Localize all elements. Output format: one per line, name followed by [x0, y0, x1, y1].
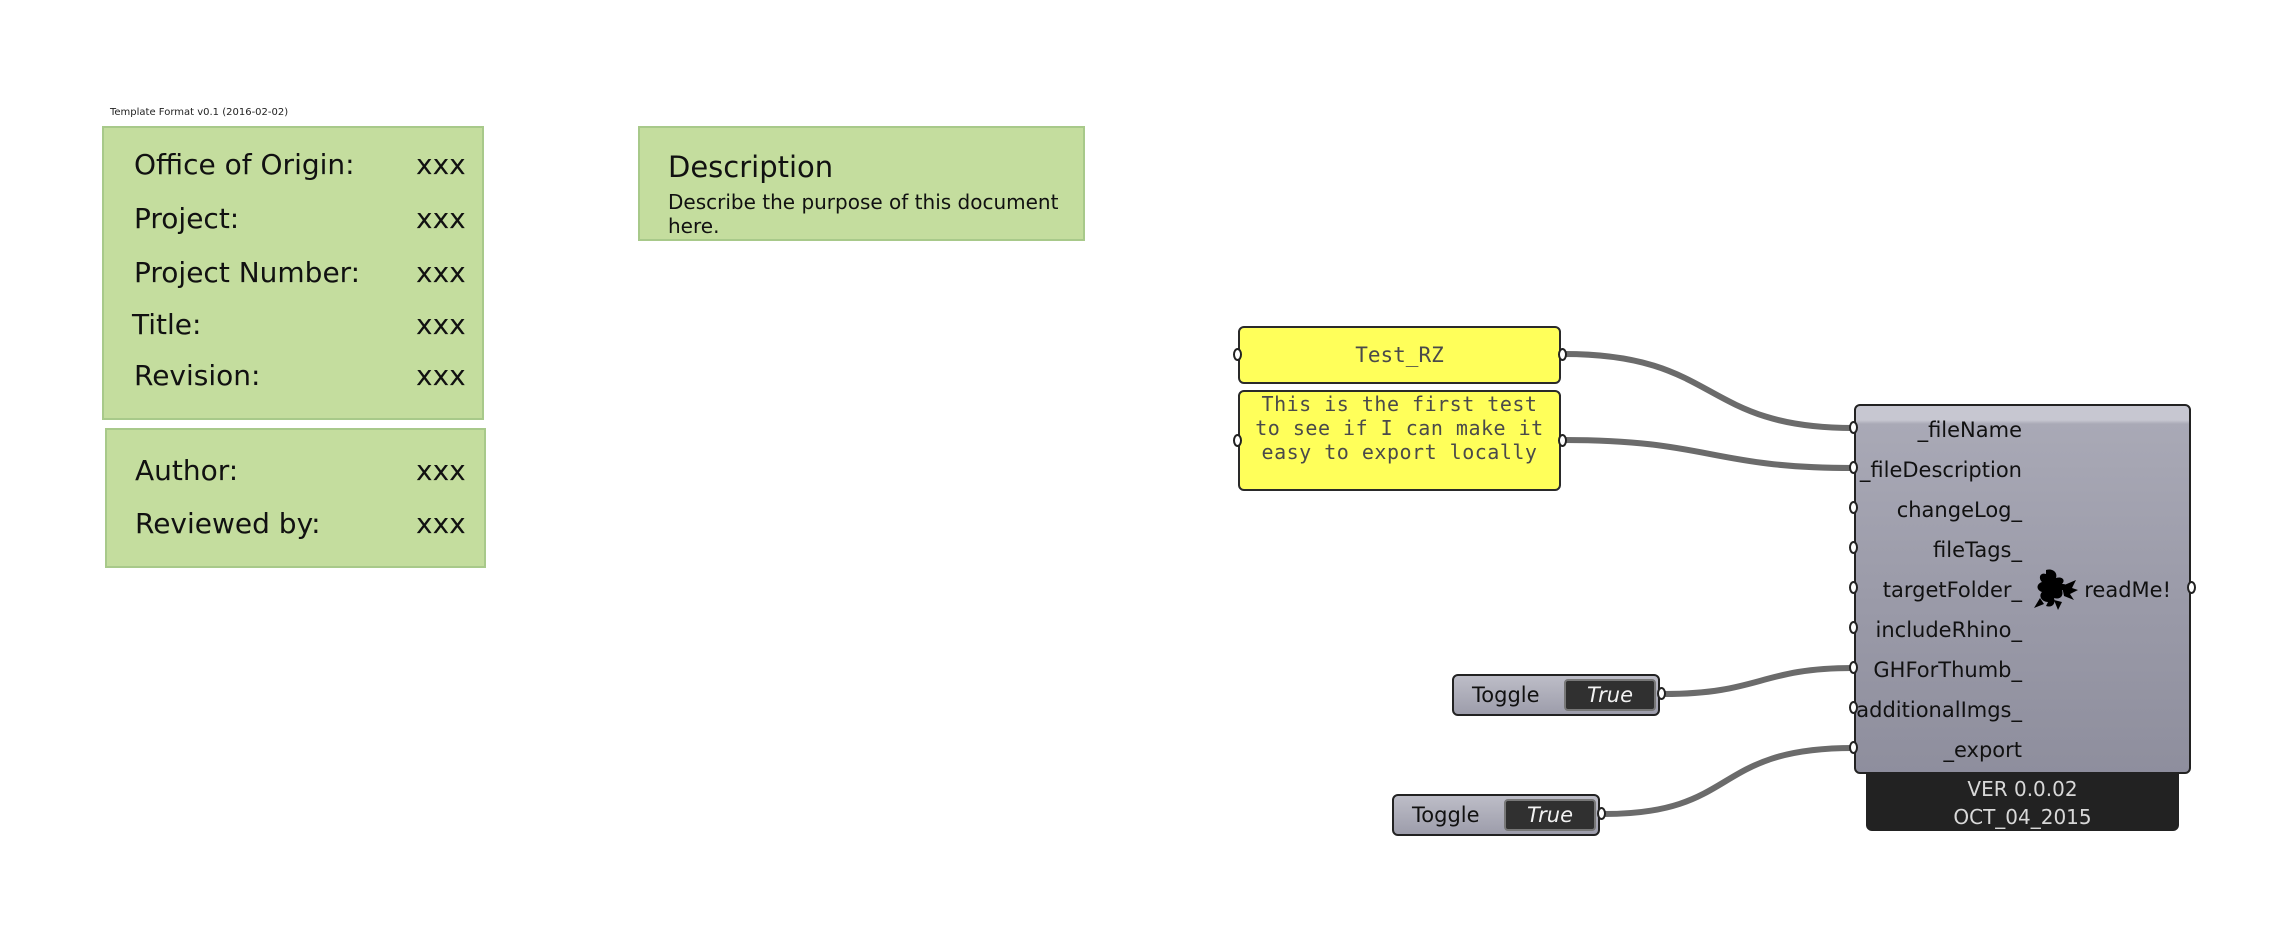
description-title: Description — [668, 150, 834, 184]
component-version-footer: VER 0.0.02 OCT_04_2015 — [1866, 774, 2179, 831]
revision-label: Revision: — [134, 359, 261, 392]
filedescription-panel-text: This is the first test to see if I can m… — [1255, 392, 1544, 464]
author-value: xxx — [416, 454, 466, 487]
input-includerhino-label: includeRhino_ — [1875, 618, 2022, 642]
input-port-targetfolder[interactable] — [1849, 581, 1858, 594]
input-filename-label: _fileName — [1917, 418, 2022, 442]
component-date: OCT_04_2015 — [1953, 805, 2092, 829]
filedescription-panel-output-port[interactable] — [1558, 434, 1567, 447]
output-port-readme[interactable] — [2187, 581, 2196, 594]
input-targetfolder-label: targetFolder_ — [1882, 578, 2022, 602]
filename-panel-text: Test_RZ — [1355, 343, 1444, 367]
input-port-export[interactable] — [1849, 741, 1858, 754]
wire-filename[interactable] — [1561, 351, 1856, 431]
input-port-filedescription[interactable] — [1849, 461, 1858, 474]
filename-panel-input-port[interactable] — [1233, 348, 1242, 361]
input-port-ghforthumb[interactable] — [1849, 661, 1858, 674]
description-panel[interactable]: Description Describe the purpose of this… — [638, 126, 1085, 241]
description-text: Describe the purpose of this document he… — [668, 190, 1059, 238]
toggle-export-output-port[interactable] — [1597, 807, 1606, 820]
office-of-origin-value: xxx — [416, 148, 466, 181]
wire-ghforthumb[interactable] — [1661, 665, 1856, 697]
input-filetags-label: fileTags_ — [1933, 538, 2022, 562]
export-component[interactable]: _fileName _fileDescription changeLog_ fi… — [1854, 404, 2191, 774]
project-number-value: xxx — [416, 256, 466, 289]
toggle-export-label: Toggle — [1412, 803, 1480, 827]
input-export-label: _export — [1943, 738, 2022, 762]
input-port-filename[interactable] — [1849, 421, 1858, 434]
input-port-changelog[interactable] — [1849, 501, 1858, 514]
toggle-ghforthumb-value-button[interactable]: True — [1564, 679, 1656, 711]
input-port-includerhino[interactable] — [1849, 621, 1858, 634]
template-format-label: Template Format v0.1 (2016-02-02) — [110, 107, 289, 118]
input-additionalimgs-label: additionalImgs_ — [1856, 698, 2022, 722]
filedescription-panel-input-port[interactable] — [1233, 434, 1242, 447]
author-info-panel[interactable]: Author: xxx Reviewed by: xxx — [105, 428, 486, 568]
title-label: Title: — [132, 308, 202, 341]
filedescription-panel[interactable]: This is the first test to see if I can m… — [1238, 390, 1561, 491]
project-label: Project: — [134, 202, 240, 235]
wire-filedescription[interactable] — [1561, 437, 1856, 471]
input-changelog-label: changeLog_ — [1896, 498, 2022, 522]
toggle-ghforthumb-output-port[interactable] — [1657, 687, 1666, 700]
toggle-ghforthumb[interactable]: Toggle True — [1452, 674, 1660, 716]
header-info-panel[interactable]: Office of Origin: xxx Project: xxx Proje… — [102, 126, 484, 420]
component-version: VER 0.0.02 — [1967, 777, 2078, 801]
reviewed-by-label: Reviewed by: — [135, 507, 321, 540]
revision-value: xxx — [416, 359, 466, 392]
toggle-ghforthumb-label: Toggle — [1472, 683, 1540, 707]
title-value: xxx — [416, 308, 466, 341]
project-number-label: Project Number: — [134, 256, 361, 289]
filename-panel-output-port[interactable] — [1558, 348, 1567, 361]
toggle-export-value-button[interactable]: True — [1504, 799, 1596, 831]
reviewed-by-value: xxx — [416, 507, 466, 540]
output-readme-label: readMe! — [2084, 578, 2171, 602]
filename-panel[interactable]: Test_RZ — [1238, 326, 1561, 384]
input-port-additionalimgs[interactable] — [1849, 701, 1858, 714]
input-ghforthumb-label: GHForThumb_ — [1873, 658, 2022, 682]
office-of-origin-label: Office of Origin: — [134, 148, 355, 181]
dragon-icon — [2034, 569, 2078, 610]
toggle-export[interactable]: Toggle True — [1392, 794, 1600, 836]
input-port-filetags[interactable] — [1849, 541, 1858, 554]
project-value: xxx — [416, 202, 466, 235]
wire-export[interactable] — [1601, 745, 1856, 817]
author-label: Author: — [135, 454, 239, 487]
input-filedescription-label: _fileDescription — [1859, 458, 2022, 482]
